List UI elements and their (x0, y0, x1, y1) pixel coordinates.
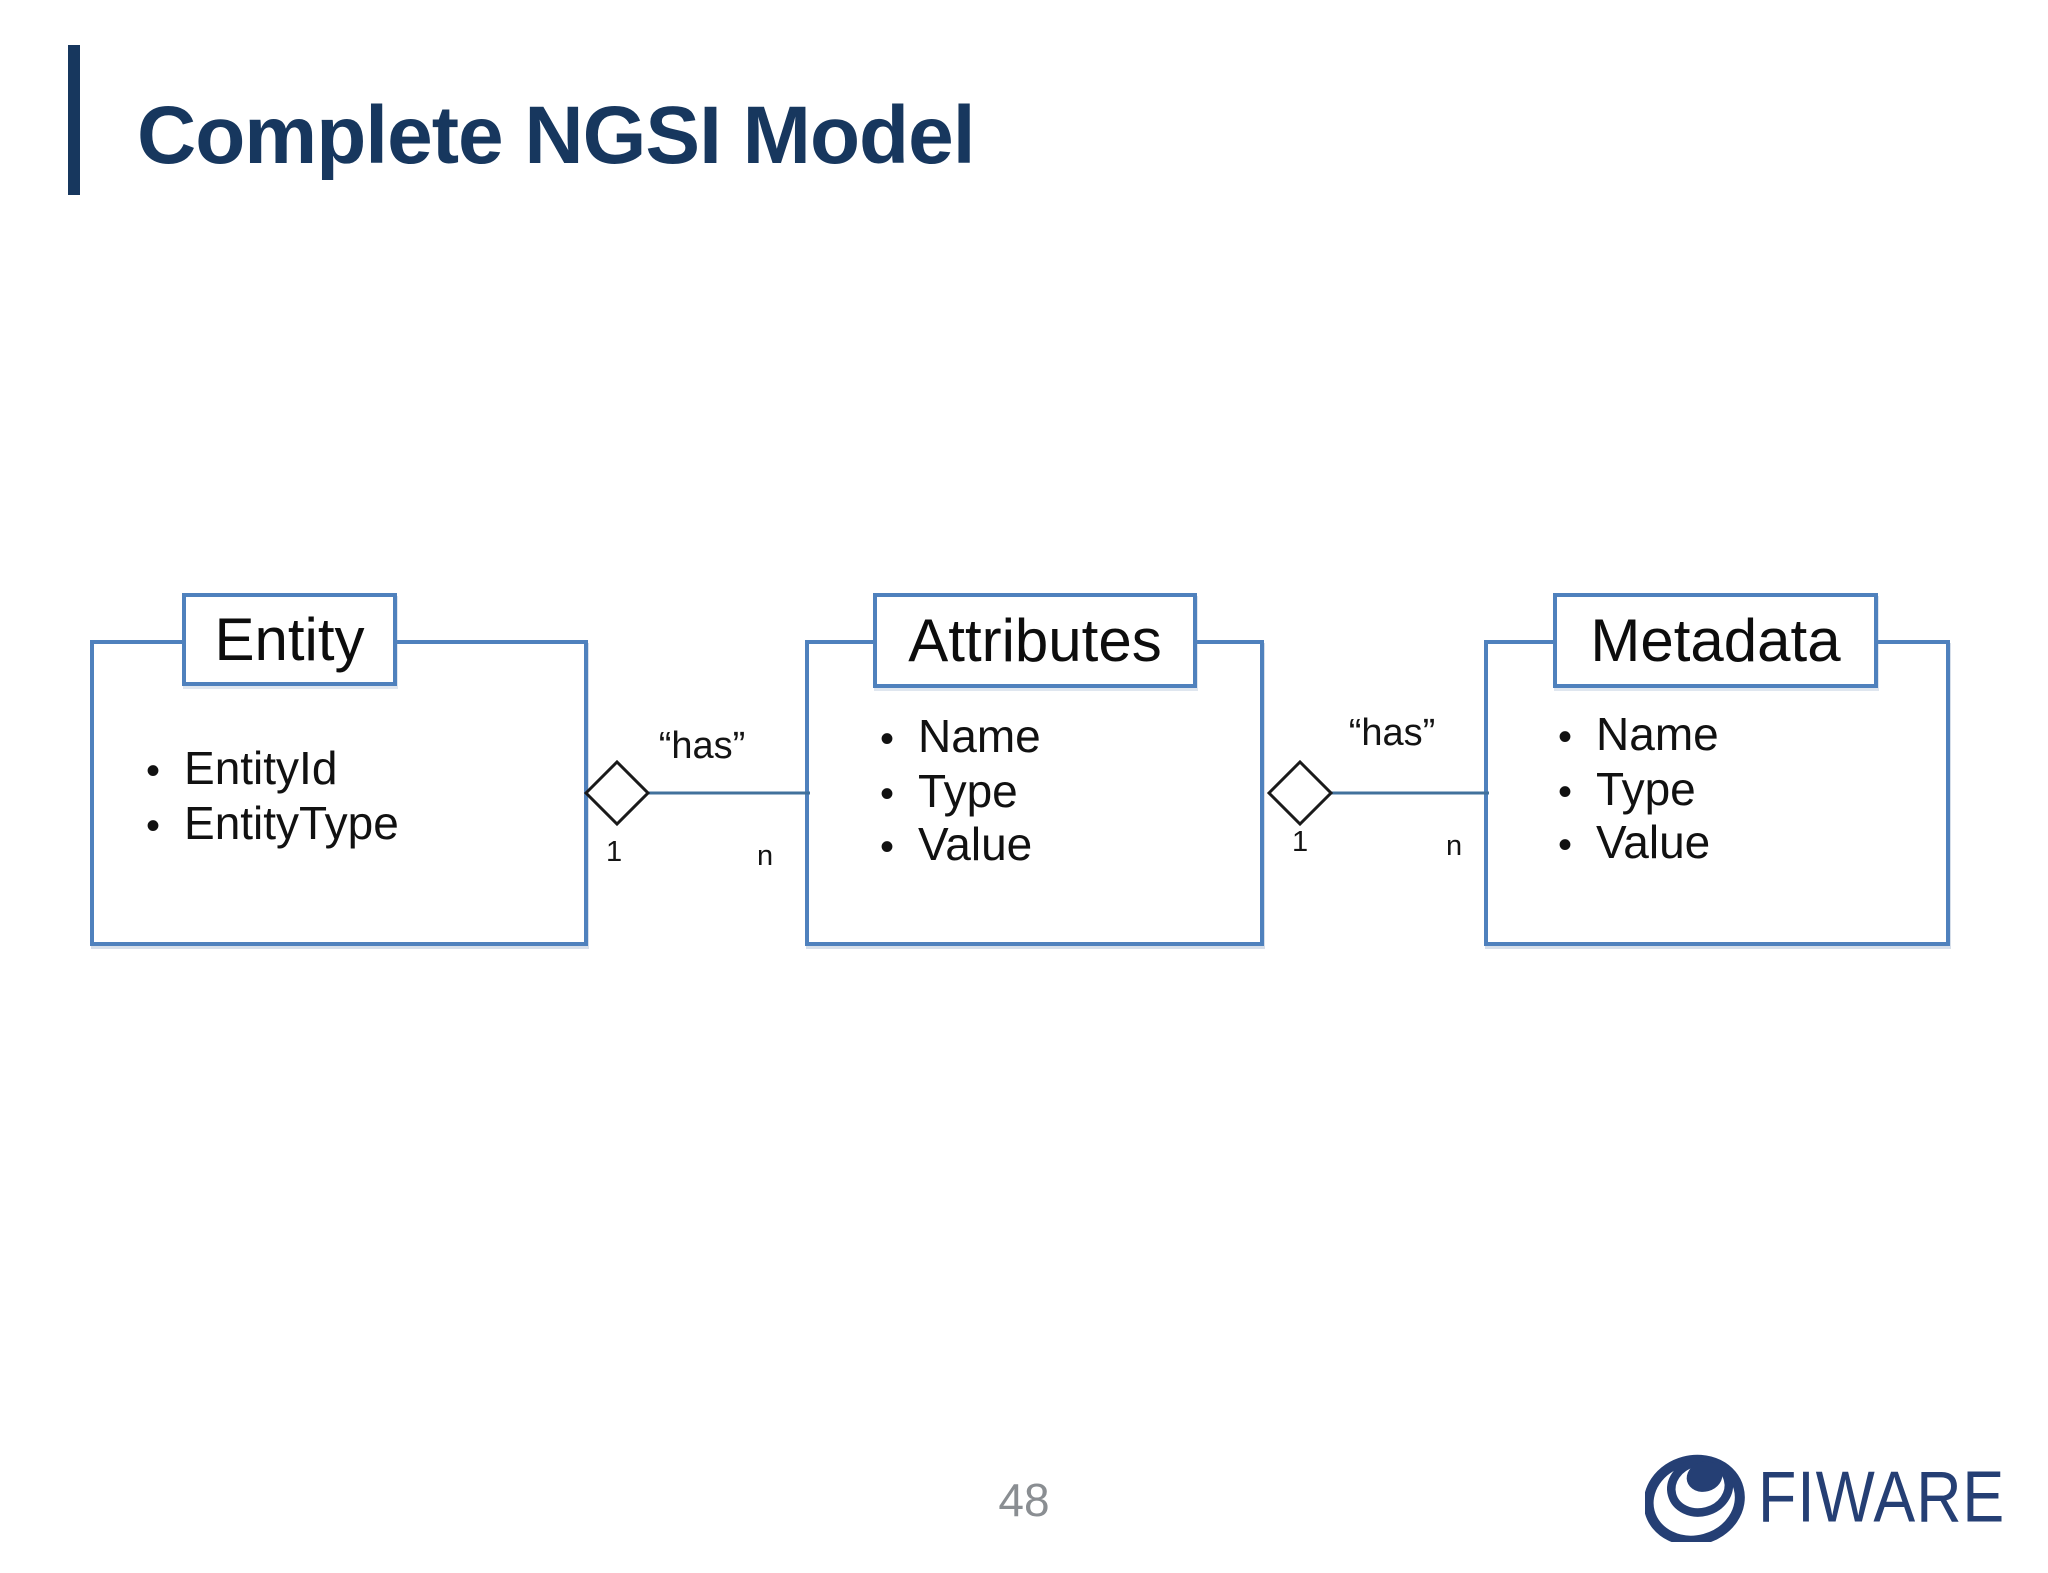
metadata-title-box: Metadata (1553, 593, 1878, 688)
has-connector-1 (583, 759, 810, 827)
title-accent-bar (68, 45, 80, 195)
connector-2-source-multiplicity: 1 (1292, 826, 1309, 858)
fiware-logo-text: FIWARE (1758, 1455, 2006, 1537)
metadata-item-label: Name (1596, 708, 1719, 760)
metadata-box (1484, 640, 1950, 946)
attributes-item-label: Type (918, 765, 1018, 817)
entity-item-label: EntityType (184, 797, 399, 849)
aggregation-diamond-icon (1266, 759, 1334, 827)
metadata-title: Metadata (1590, 606, 1841, 674)
entity-box (90, 640, 588, 946)
bullet-icon: • (146, 749, 161, 793)
attributes-item-label: Name (918, 710, 1041, 762)
aggregation-diamond-icon (583, 759, 651, 827)
attributes-item-type: • Type (880, 768, 1018, 814)
has-connector-2 (1266, 759, 1489, 827)
attributes-item-label: Value (918, 818, 1033, 870)
fiware-logo-icon (1645, 1454, 1745, 1542)
connector-1-target-multiplicity: n (757, 840, 774, 872)
attributes-title-box: Attributes (873, 593, 1197, 688)
metadata-item-label: Value (1596, 816, 1711, 868)
bullet-icon: • (880, 825, 895, 869)
metadata-item-label: Type (1596, 763, 1696, 815)
bullet-icon: • (880, 717, 895, 761)
bullet-icon: • (1558, 770, 1573, 814)
connector-1-label: “has” (658, 725, 746, 767)
metadata-item-name: • Name (1558, 711, 1719, 757)
bullet-icon: • (146, 804, 161, 848)
entity-title-box: Entity (182, 593, 397, 686)
entity-item-entityid: • EntityId (146, 745, 337, 791)
entity-title: Entity (214, 605, 365, 673)
entity-item-label: EntityId (184, 742, 338, 794)
attributes-item-name: • Name (880, 713, 1041, 759)
page-number: 48 (998, 1474, 1050, 1526)
entity-item-entitytype: • EntityType (146, 800, 399, 846)
page-title: Complete NGSI Model (137, 90, 976, 181)
metadata-item-value: • Value (1558, 819, 1710, 865)
bullet-icon: • (1558, 715, 1573, 759)
connector-2-target-multiplicity: n (1446, 830, 1463, 862)
bullet-icon: • (880, 772, 895, 816)
attributes-title: Attributes (908, 606, 1162, 674)
attributes-item-value: • Value (880, 821, 1032, 867)
bullet-icon: • (1558, 823, 1573, 867)
metadata-item-type: • Type (1558, 766, 1696, 812)
connector-2-label: “has” (1348, 712, 1436, 754)
connector-1-source-multiplicity: 1 (606, 836, 623, 868)
